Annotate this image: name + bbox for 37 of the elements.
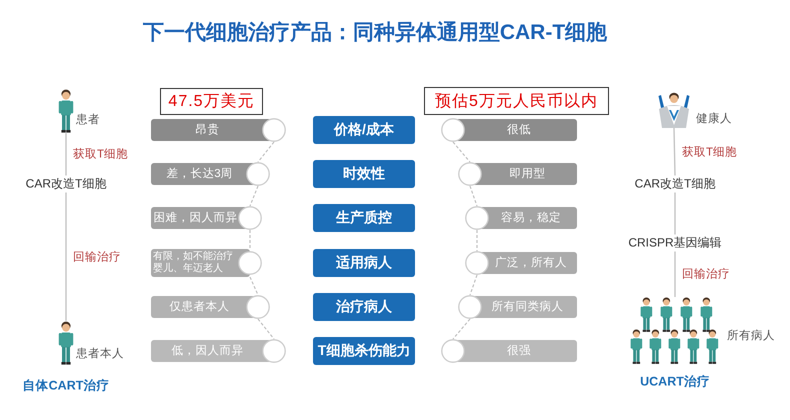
person-caption: 患者 xyxy=(76,113,100,127)
connector-line xyxy=(674,252,676,297)
dashed-connector xyxy=(476,230,478,251)
step-text: CAR改造T细胞 xyxy=(26,176,106,192)
connector-line xyxy=(65,192,67,321)
price-box: 47.5万美元 xyxy=(160,88,263,115)
title: 下一代细胞治疗产品：同种异体通用型CAR-T细胞 xyxy=(142,20,608,46)
person-caption: 所有病人 xyxy=(727,329,775,343)
connector-line xyxy=(674,192,676,234)
category-box: T细胞杀伤能力 xyxy=(313,337,415,365)
category-box: 适用病人 xyxy=(313,249,415,277)
person-caption: 健康人 xyxy=(696,112,732,126)
step-text: CAR改造T细胞 xyxy=(634,176,716,192)
category-box: 治疗病人 xyxy=(313,293,415,321)
edge-label: 获取T细胞 xyxy=(681,144,738,160)
edge-label: 回输治疗 xyxy=(681,266,731,282)
edge-label: 回输治疗 xyxy=(72,249,122,264)
dashed-connector xyxy=(258,142,274,162)
category-box: 生产质控 xyxy=(313,204,415,232)
edge-label: 获取T细胞 xyxy=(72,146,130,162)
connector-line xyxy=(673,128,676,176)
column-caption: UCART治疗 xyxy=(640,374,710,390)
category-box: 时效性 xyxy=(313,160,415,188)
column-caption: 自体CART治疗 xyxy=(22,378,110,394)
dashed-connector xyxy=(249,230,251,249)
dashed-connector xyxy=(469,186,478,206)
step-text: CRISPR基因编辑 xyxy=(628,234,722,252)
dashed-connector xyxy=(469,274,478,296)
person-caption: 患者本人 xyxy=(76,347,124,361)
dashed-connector xyxy=(258,318,274,340)
dashed-connector xyxy=(250,276,258,296)
dashed-connector xyxy=(249,186,259,206)
connector-line xyxy=(65,133,67,176)
dashed-connector xyxy=(452,318,470,340)
dashed-connector xyxy=(452,142,470,162)
category-box: 价格/成本 xyxy=(313,116,415,144)
price-box: 预估5万元人民币以内 xyxy=(424,87,609,115)
